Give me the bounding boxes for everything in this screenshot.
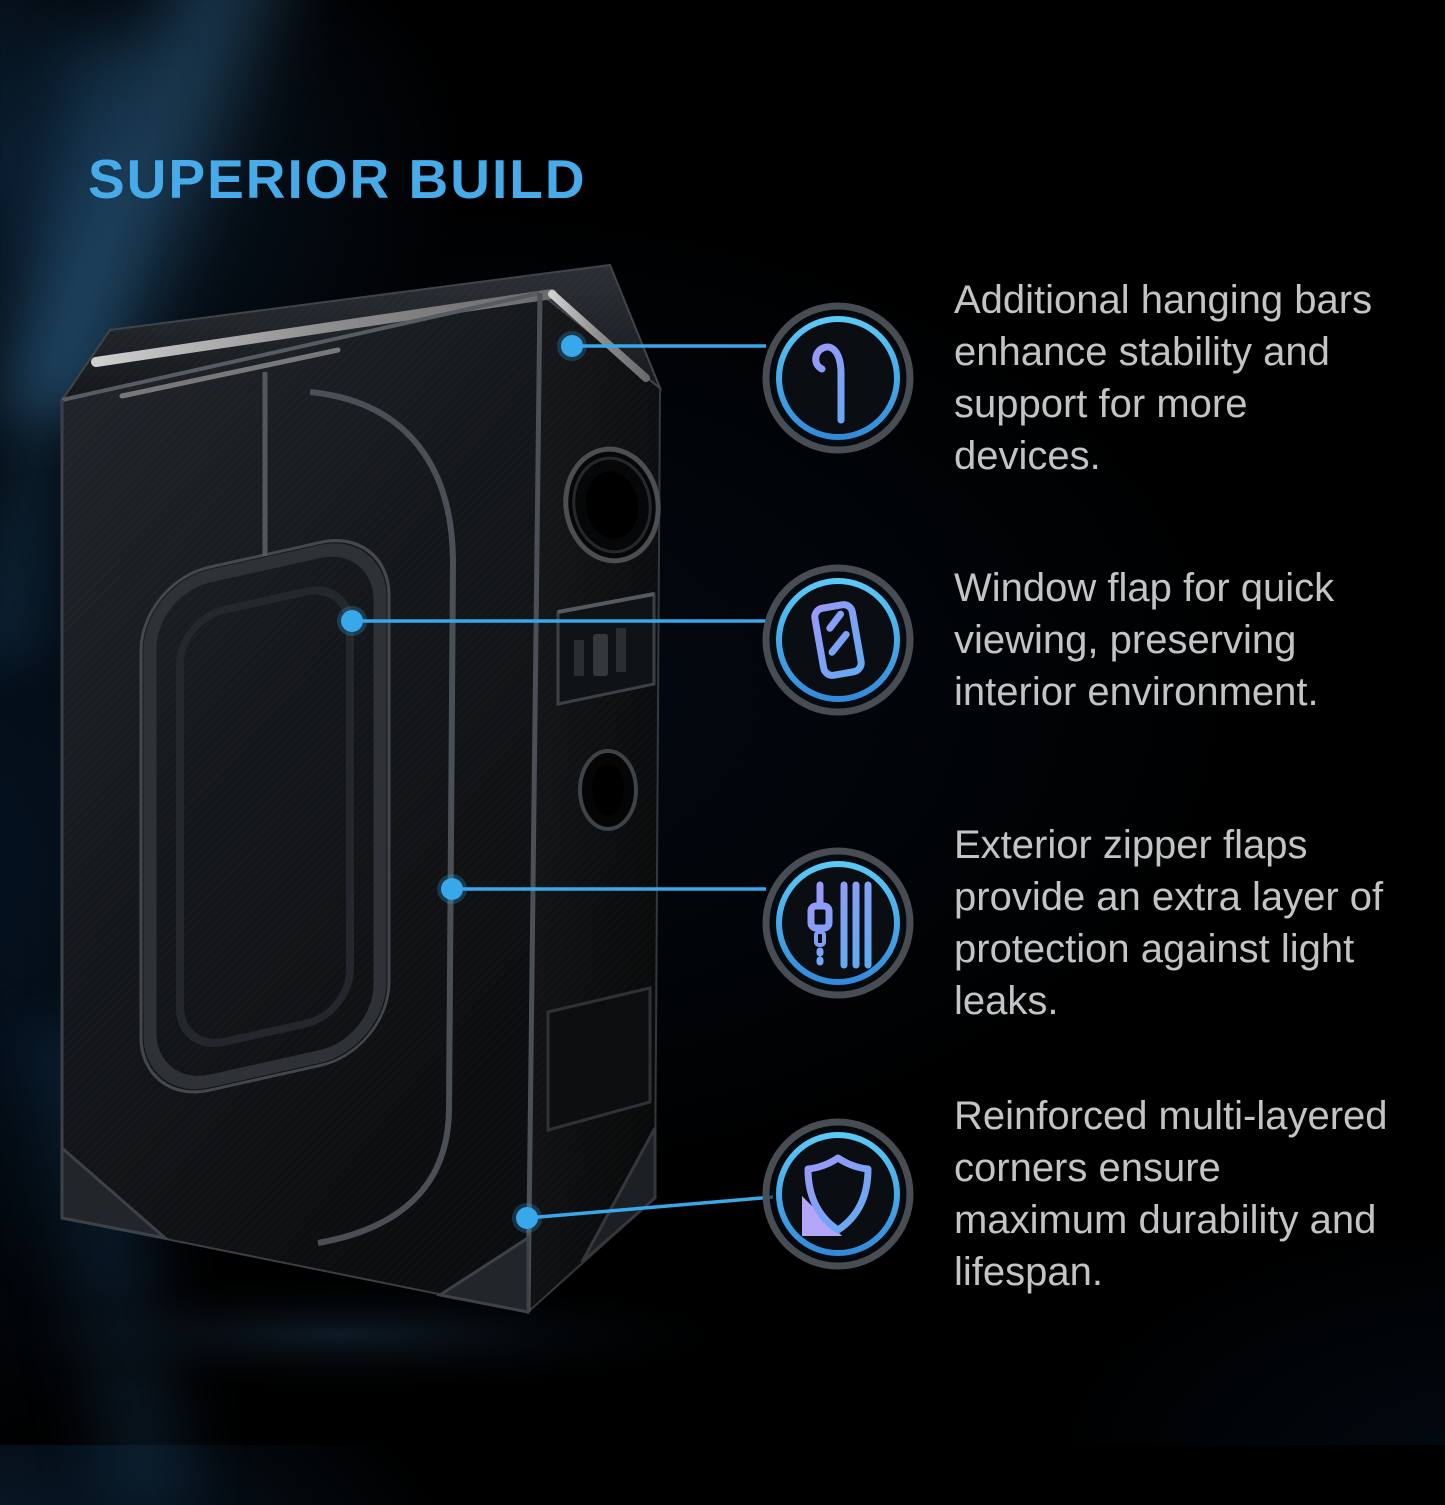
background-glow-streak [0, 40, 300, 660]
tent-top-face [59, 263, 663, 402]
door-outer-highlight [139, 539, 391, 1094]
edge-piping [61, 291, 541, 402]
feature-text: Reinforced multi-layered corners ensure … [954, 1094, 1388, 1294]
tent-door [139, 539, 391, 1094]
feature-text: Exterior zipper flaps provide an extra l… [954, 823, 1384, 1023]
hook-icon [762, 302, 914, 454]
tool-item [574, 640, 584, 676]
background-glow-streak [0, 1025, 380, 1505]
tent-side-face [526, 290, 662, 1315]
hanging-bar [548, 290, 650, 382]
reinforced-corner [580, 1127, 657, 1264]
duct-port-top [563, 446, 661, 564]
tent-front-face [61, 291, 542, 1314]
feature-text: Additional hanging bars enhance stabilit… [954, 278, 1373, 478]
feature-row-window-flap: Window flap for quick viewing, preservin… [760, 562, 1420, 718]
reinforced-corner [436, 1235, 530, 1314]
tool-item [593, 634, 608, 676]
callout-dots [337, 331, 587, 1233]
fabric-texture [528, 293, 660, 1312]
feature-icon-circle [760, 562, 916, 718]
feature-row-zipper-flaps: Exterior zipper flaps provide an extra l… [760, 819, 1420, 1027]
reinforced-corner [60, 1144, 171, 1241]
front-zipper-piping [309, 389, 457, 1246]
feature-icon-circle [760, 1116, 916, 1272]
callout-lines [352, 344, 774, 1220]
feature-icon-circle [760, 845, 916, 1001]
edge-piping [525, 292, 543, 1313]
floor-reflection [0, 1273, 770, 1397]
callout-dot [561, 335, 583, 357]
side-vent-flap [546, 986, 652, 1132]
side-tool-window [556, 592, 656, 706]
shield-icon [762, 1118, 914, 1270]
callout-dot [341, 610, 363, 632]
feature-text: Window flap for quick viewing, preservin… [954, 566, 1335, 714]
zipper-icon [762, 847, 914, 999]
background-glow-streak [0, 0, 506, 433]
hanging-bar [91, 289, 557, 367]
door-piping [143, 543, 387, 1090]
fabric-texture [62, 293, 540, 1312]
callout-line-corners [526, 1195, 774, 1220]
tool-item [616, 628, 626, 672]
door-inner-panel [176, 586, 354, 1048]
feature-row-corners: Reinforced multi-layered corners ensure … [760, 1090, 1420, 1298]
window-icon [762, 564, 914, 716]
feature-row-hanging-bars: Additional hanging bars enhance stabilit… [760, 274, 1420, 482]
callout-dot [516, 1207, 538, 1229]
support-brace-bar [119, 347, 341, 399]
page-title: SUPERIOR BUILD [88, 147, 587, 210]
duct-port-mid [578, 749, 638, 831]
fabric-texture [62, 265, 660, 400]
tent-body [59, 263, 663, 1315]
feature-icon-circle [760, 300, 916, 456]
callout-dot [441, 878, 463, 900]
